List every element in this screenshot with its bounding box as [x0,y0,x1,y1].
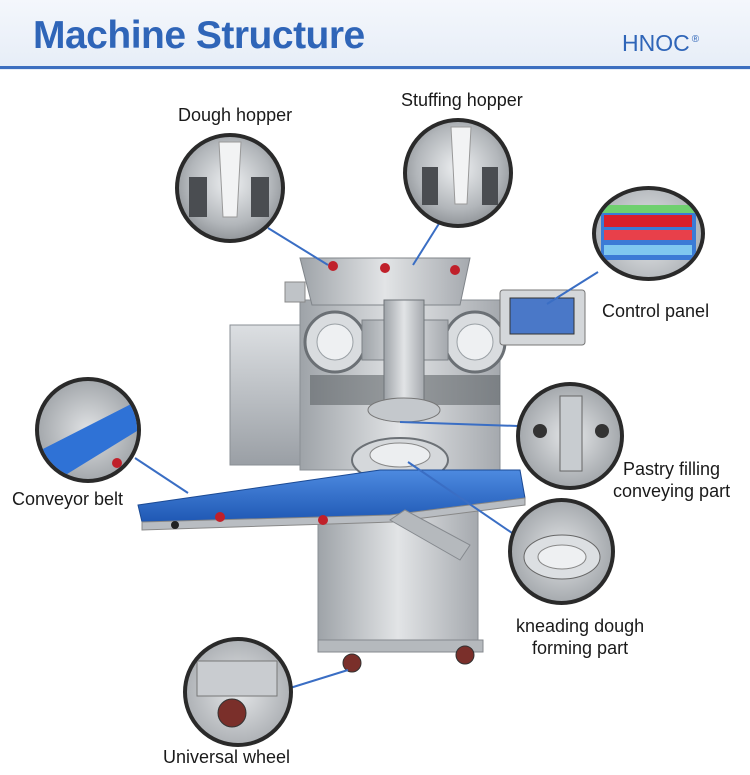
line-kneading-dough [407,461,516,536]
header-banner [0,0,750,70]
belt-knob-1 [215,512,225,522]
dough-hopper-detail [175,133,285,243]
header-underline [0,66,750,69]
belt-knob-2 [318,515,328,525]
column-flange [367,397,441,423]
line-dough-hopper [267,227,329,266]
hopper-top [299,257,471,306]
side-housing [229,324,301,466]
label-conveyor-belt: Conveyor belt [12,489,124,509]
hopper-knob-mid [380,263,390,273]
label-kneading-dough: kneading dough forming part [516,616,645,658]
control-panel-detail [592,186,705,281]
kneading-dough-detail-art [523,534,601,580]
wheel-left [342,653,362,673]
line-conveyor-belt [134,457,189,494]
registered-mark: ® [691,34,700,46]
label-stuffing-hopper: Stuffing hopper [401,90,523,110]
brand-logo: HNOC® [622,30,699,57]
label-control-panel: Control panel [602,301,710,321]
line-control-panel [546,271,599,305]
stuffing-hopper-detail [403,118,513,228]
pastry-filling-detail [516,382,624,490]
line-universal-wheel [289,669,349,689]
hopper-clamp [284,281,306,303]
line-pastry-filling [399,421,519,427]
page-title: Machine Structure [33,14,365,57]
universal-wheel-detail-art [196,660,278,728]
control-panel-detail-art [601,205,696,260]
belt-foot [171,521,179,529]
hopper-knob-left [328,261,338,271]
conveyor-frame [141,497,526,531]
left-head-inner [316,323,354,361]
conveyor-belt-detail-art [39,401,137,479]
label-pastry-filling: Pastry filling conveying part [613,459,731,501]
kneading-dough-detail [508,498,615,605]
stuffing-hopper-detail-art [422,126,498,205]
line-stuffing-hopper [412,221,441,266]
base-plate [317,639,484,653]
belt-support-arm [389,509,471,561]
dough-hopper-detail-art [189,141,269,218]
pastry-filling-detail-art [533,395,609,472]
right-head-inner [456,323,494,361]
callout-lines [134,221,599,689]
wheel-right [455,645,475,665]
hopper-knob-right [450,265,460,275]
brand-name: HNOC [622,30,690,56]
forming-ring [369,442,431,468]
control-screen [509,297,575,335]
label-universal-wheel: Universal wheel [163,747,291,767]
label-dough-hopper: Dough hopper [178,105,293,125]
conveyor-belt-detail [35,377,141,483]
universal-wheel-detail [183,637,293,747]
